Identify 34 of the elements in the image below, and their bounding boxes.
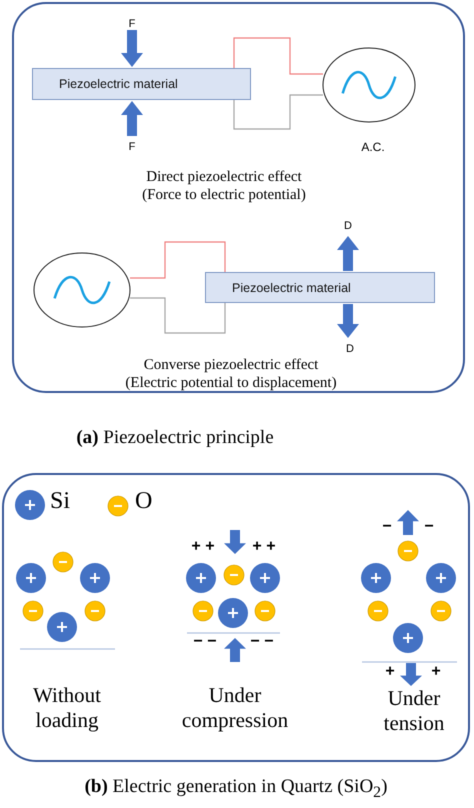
state-caption: Under tension bbox=[382, 686, 446, 736]
figure-caption: (a) Piezoelectric principle bbox=[75, 427, 275, 450]
panel-frame bbox=[2, 473, 470, 762]
charge-sign: + + bbox=[190, 537, 216, 556]
material-label: Piezoelectric material bbox=[232, 280, 351, 294]
charge-sign: + + bbox=[251, 537, 277, 556]
wire bbox=[130, 241, 226, 279]
panel-frame bbox=[12, 2, 465, 393]
force-label: F bbox=[128, 18, 136, 32]
state-caption: Without loading bbox=[32, 683, 102, 734]
effect-caption: Direct piezoelectric effect (Force to electric potential) bbox=[141, 168, 307, 204]
material-label: Piezoelectric material bbox=[59, 77, 178, 91]
state-caption: Under compression bbox=[180, 683, 290, 734]
displacement-label: D bbox=[345, 343, 355, 356]
material-box bbox=[32, 68, 251, 100]
wire bbox=[130, 297, 226, 334]
wire bbox=[233, 37, 323, 75]
figure-caption: (b) Electric generation in Quartz (SiO$_{2}$) bbox=[84, 776, 388, 803]
displacement-label: D bbox=[343, 220, 353, 234]
charge-sign: − bbox=[381, 517, 393, 536]
charge-sign: + bbox=[430, 662, 442, 682]
charge-sign: − − bbox=[192, 632, 218, 652]
source-label: A.C. bbox=[360, 140, 386, 154]
legend-label: O bbox=[135, 488, 152, 515]
charge-sign: − bbox=[423, 517, 435, 536]
ac-source-symbol bbox=[322, 47, 416, 123]
ac-source-symbol bbox=[33, 252, 131, 328]
effect-caption: Converse piezoelectric effect (Electric potential to displacement) bbox=[124, 356, 338, 392]
force-label: F bbox=[128, 141, 136, 154]
legend-label: Si bbox=[50, 488, 70, 515]
charge-sign: + bbox=[384, 662, 396, 682]
charge-sign: − − bbox=[249, 632, 275, 652]
wire bbox=[233, 94, 323, 130]
material-box bbox=[205, 272, 435, 303]
